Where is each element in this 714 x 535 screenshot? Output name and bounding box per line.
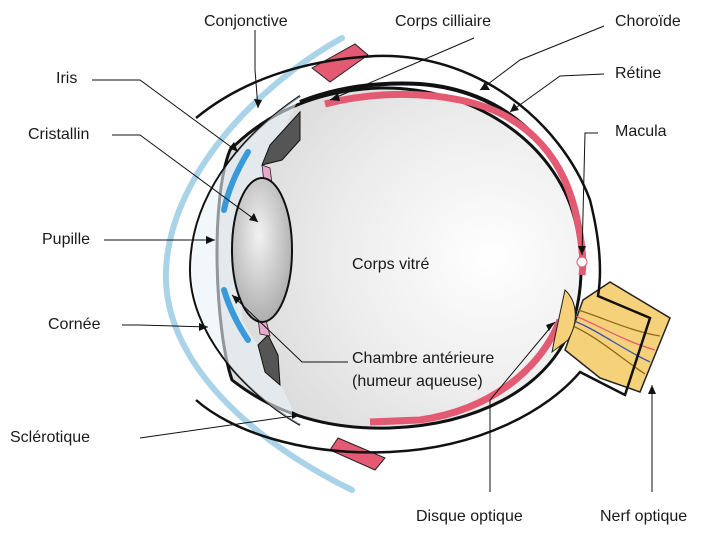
- label-conjonctive: Conjonctive: [204, 13, 288, 31]
- label-choroide: Choroïde: [615, 13, 681, 31]
- label-cristallin: Cristallin: [28, 126, 89, 144]
- sclera-wedge-bottom: [330, 438, 385, 470]
- crystalline-lens: [232, 178, 292, 322]
- optic-nerve-shape: [565, 282, 670, 392]
- label-pupille: Pupille: [42, 231, 90, 249]
- label-humeur-aqueuse: (humeur aqueuse): [352, 373, 483, 391]
- label-nerf-optique: Nerf optique: [600, 508, 687, 526]
- label-macula: Macula: [615, 123, 667, 141]
- label-cornee: Cornée: [48, 316, 100, 334]
- macula-spot: [577, 257, 587, 267]
- label-sclerotique: Sclérotique: [10, 429, 90, 447]
- label-chambre-anterieure: Chambre antérieure: [352, 350, 494, 368]
- label-iris: Iris: [56, 70, 77, 88]
- label-corps-vitre: Corps vitré: [352, 256, 429, 274]
- label-corps-cilliaire: Corps cilliaire: [395, 13, 491, 31]
- label-disque-optique: Disque optique: [416, 508, 523, 526]
- label-retine: Rétine: [615, 65, 661, 83]
